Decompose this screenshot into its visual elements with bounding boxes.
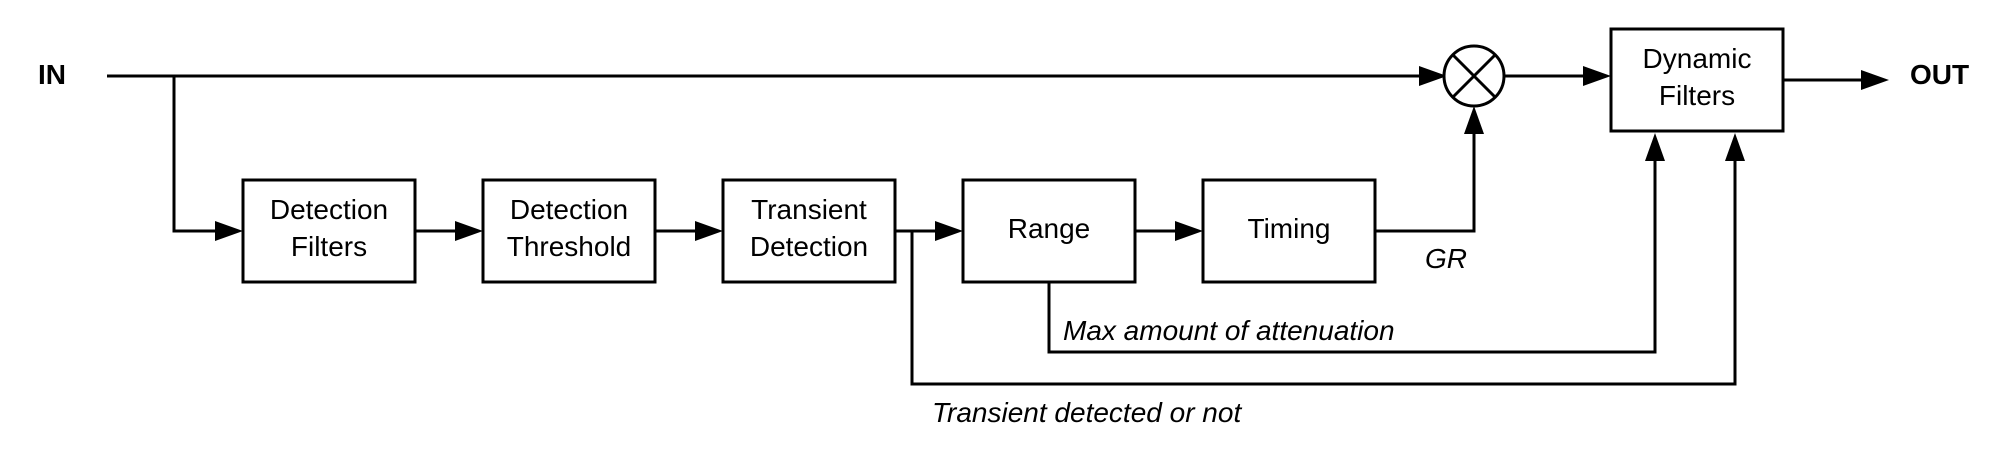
detection-threshold-label-line2: Threshold — [507, 231, 632, 262]
detection-filters-label-line1: Detection — [270, 194, 388, 225]
transient-flag-wire — [910, 156, 1737, 386]
arrow-to-detection-threshold — [455, 221, 483, 241]
detection-threshold-label-line1: Detection — [510, 194, 628, 225]
arrow-to-detection-filters — [215, 221, 243, 241]
arrow-transient-flag-to-dynamic-filters — [1725, 133, 1745, 161]
transient-detection-block — [721, 178, 897, 284]
attenuation-label: Max amount of attenuation — [1063, 315, 1395, 346]
transient-detection-label-line2: Detection — [750, 231, 868, 262]
arrow-gr-to-multiplier — [1464, 106, 1484, 134]
gr-wire — [1375, 129, 1476, 233]
attenuation-wire — [1047, 156, 1657, 354]
arrow-to-range — [935, 221, 963, 241]
timing-block — [1201, 178, 1377, 284]
arrow-attenuation-to-dynamic-filters — [1645, 133, 1665, 161]
input-label: IN — [38, 59, 66, 90]
transient-detection-label-line1: Transient — [751, 194, 867, 225]
branch-wire — [172, 76, 220, 233]
detection-threshold-block — [481, 178, 657, 284]
dynamic-filters-label-line1: Dynamic — [1643, 43, 1752, 74]
output-label: OUT — [1910, 59, 1969, 90]
arrow-to-dynamic-filters — [1583, 66, 1611, 86]
range-label: Range — [1008, 213, 1091, 244]
arrow-to-multiplier — [1419, 66, 1447, 86]
dynamic-filters-block — [1609, 27, 1785, 133]
detection-filters-label-line2: Filters — [291, 231, 367, 262]
multiplier-cross-b — [1451, 53, 1497, 99]
arrow-to-timing — [1175, 221, 1203, 241]
arrow-to-output — [1861, 70, 1889, 90]
timing-label: Timing — [1248, 213, 1331, 244]
dynamic-filters-label-line2: Filters — [1659, 80, 1735, 111]
gr-label: GR — [1425, 243, 1467, 274]
arrow-to-transient-detection — [695, 221, 723, 241]
transient-flag-label: Transient detected or not — [932, 397, 1242, 428]
